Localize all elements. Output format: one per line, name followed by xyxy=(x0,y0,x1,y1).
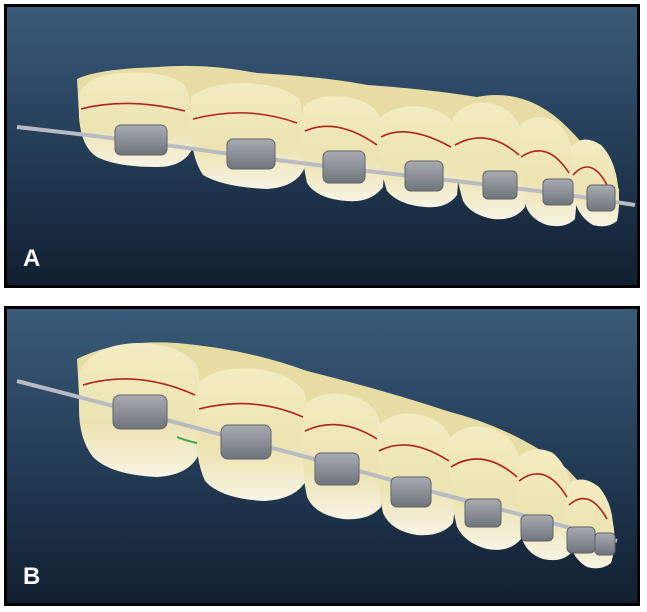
bracket xyxy=(520,514,554,542)
tooth-canine xyxy=(453,102,527,220)
bracket xyxy=(566,526,596,554)
brackets xyxy=(114,124,616,212)
tooth-canine xyxy=(449,426,524,550)
tooth-premolar-2 xyxy=(379,106,459,208)
bracket xyxy=(404,160,444,192)
archwire-segment xyxy=(176,436,198,444)
bracket xyxy=(542,178,574,206)
dental-arch-illustration-a xyxy=(16,65,636,227)
tooth-premolar-1 xyxy=(302,96,385,202)
tooth-lateral xyxy=(516,449,574,561)
bracket xyxy=(482,170,518,200)
panel-a: A xyxy=(4,4,640,288)
bracket xyxy=(464,498,502,528)
bracket xyxy=(594,532,616,556)
tooth-molar-2 xyxy=(191,83,306,189)
bracket xyxy=(586,184,616,212)
dental-model-view-a: A xyxy=(7,7,637,285)
bracket xyxy=(226,138,276,170)
tooth-central xyxy=(571,139,619,227)
gingival-lines xyxy=(80,102,608,186)
bracket xyxy=(390,476,432,508)
panel-b: B xyxy=(4,306,640,606)
panel-label-a: A xyxy=(23,245,41,272)
dental-model-view-b: B xyxy=(7,309,637,603)
bracket xyxy=(112,394,168,430)
brackets xyxy=(112,394,616,556)
bracket xyxy=(322,150,366,184)
tooth-premolar-2 xyxy=(377,413,456,536)
dental-arch-illustration-b xyxy=(16,342,618,569)
panel-label-b: B xyxy=(23,563,41,590)
bracket xyxy=(220,424,272,460)
gingival-lines xyxy=(82,378,608,520)
bracket xyxy=(114,124,168,156)
bracket xyxy=(314,452,360,486)
